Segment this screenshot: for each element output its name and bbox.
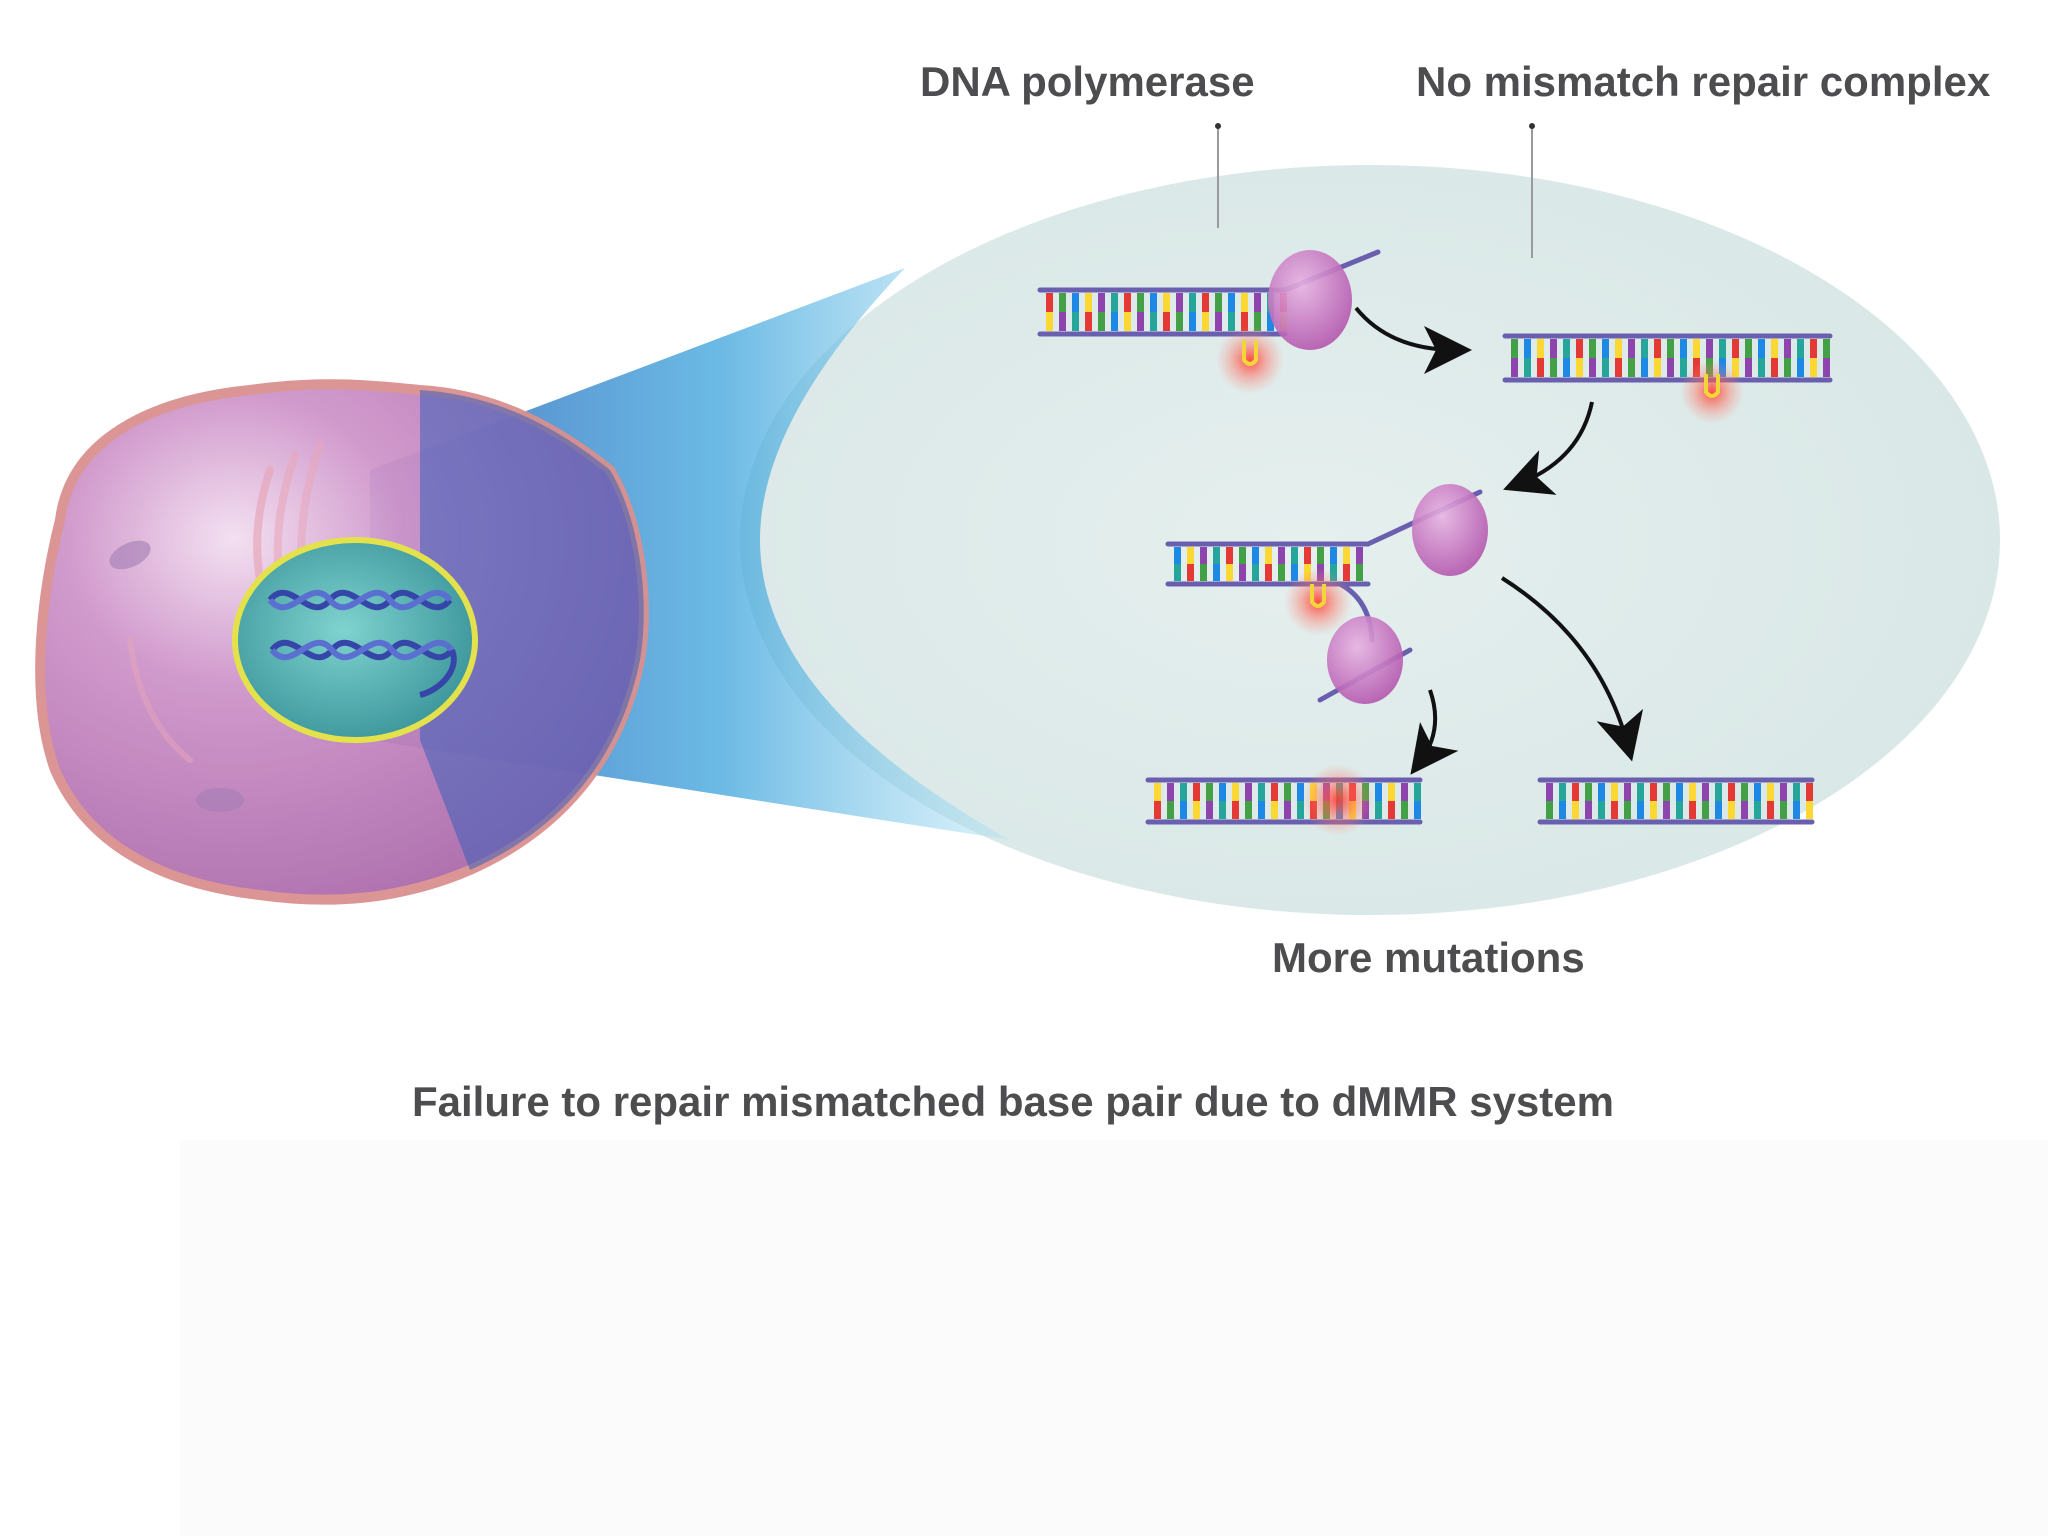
diagram-caption: Failure to repair mismatched base pair d…: [412, 1078, 1614, 1125]
dna-polymerase-enzyme-icon: [1268, 250, 1488, 704]
dna-polymerase-label: DNA polymerase: [920, 58, 1255, 105]
more-mutations-label: More mutations: [1272, 934, 1585, 981]
leader-lines: [1215, 123, 1535, 258]
process-arrows: [1354, 306, 1644, 775]
background-band: [180, 1140, 2048, 1536]
mismatch-loops: [1242, 340, 1720, 608]
eukaryotic-cell-icon: [35, 379, 649, 905]
dna-segment: [1037, 287, 1288, 337]
no-mismatch-repair-label: No mismatch repair complex: [1416, 58, 1991, 105]
mismatch-glows: [1216, 326, 1744, 836]
dna-segment: [1537, 777, 1815, 825]
dna-segment: [1165, 541, 1371, 587]
